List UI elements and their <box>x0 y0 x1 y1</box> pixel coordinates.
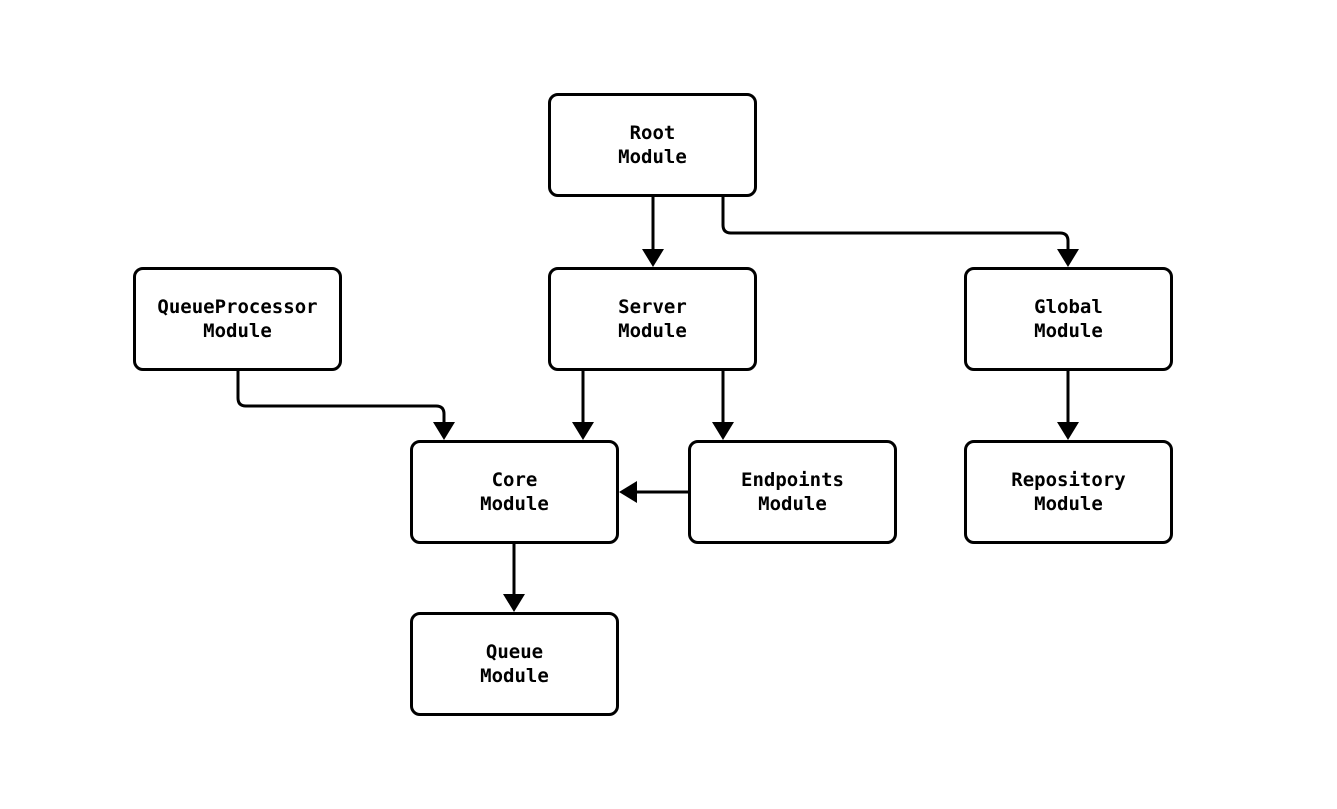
node-core-module-label: Core Module <box>480 469 549 515</box>
node-queueprocessor-module-label: QueueProcessor Module <box>157 296 318 342</box>
edge-endpoints-to-core <box>619 481 690 503</box>
node-root-module: Root Module <box>548 93 757 197</box>
node-queue-module: Queue Module <box>410 612 619 716</box>
node-queue-module-label: Queue Module <box>480 641 549 687</box>
node-global-module-label: Global Module <box>1034 296 1103 342</box>
node-global-module: Global Module <box>964 267 1173 371</box>
node-server-module-label: Server Module <box>618 296 687 342</box>
edge-queueprocessor-to-core <box>236 369 455 440</box>
edge-server-to-endpoints <box>712 369 734 440</box>
node-core-module: Core Module <box>410 440 619 544</box>
edge-core-to-queue <box>503 542 525 612</box>
edge-server-to-core <box>572 369 594 440</box>
node-endpoints-module-label: Endpoints Module <box>741 469 844 515</box>
edge-global-to-repository <box>1057 369 1079 440</box>
node-repository-module: Repository Module <box>964 440 1173 544</box>
edge-root-to-server <box>642 195 664 267</box>
node-server-module: Server Module <box>548 267 757 371</box>
node-endpoints-module: Endpoints Module <box>688 440 897 544</box>
node-root-module-label: Root Module <box>618 122 687 168</box>
node-repository-module-label: Repository Module <box>1011 469 1126 515</box>
edge-root-to-global <box>721 195 1079 267</box>
node-queueprocessor-module: QueueProcessor Module <box>133 267 342 371</box>
